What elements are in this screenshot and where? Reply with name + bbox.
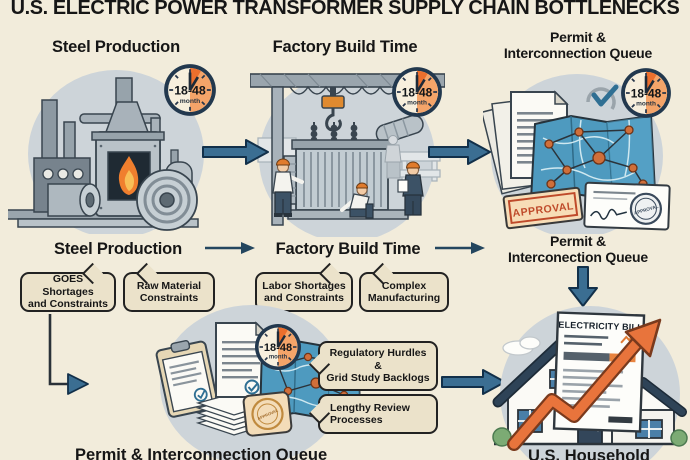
heading-permit-queue-mid: Permit & Interconection Queue (508, 233, 648, 265)
flow-arrow-mid-1-icon (205, 242, 255, 254)
grid-map-icon (529, 114, 657, 202)
clipboard-icon (155, 340, 219, 418)
steel-production-illustration (8, 70, 204, 234)
heading-factory-build-top: Factory Build Time (272, 38, 418, 56)
round-approval-stamp-icon: APPROVAL (242, 391, 293, 437)
flow-arrow-3-icon (441, 369, 506, 395)
clock-icon: 18-48 month (255, 324, 301, 370)
bubble-goes-label: GOES Shortages and Constraints (28, 273, 108, 311)
bush-icon (670, 429, 688, 447)
heading-factory-build-mid: Factory Build Time (275, 240, 421, 258)
rising-cost-arrow-icon (507, 318, 662, 451)
worker-left-icon (272, 158, 304, 217)
steel-coil-icon (136, 169, 198, 231)
bubble-lengthy-review: Lengthy Review Processes (308, 394, 438, 434)
bubble-regulatory-label: Regulatory Hurdles & Grid Study Backlogs (326, 347, 430, 385)
heading-permit-queue-top: Permit & Interconnection Queue (503, 29, 653, 61)
bubble-complex-manufacturing: Complex Manufacturing (359, 262, 449, 312)
factory-build-illustration (250, 73, 445, 237)
bubble-labor-label: Labor Shortages and Constraints (262, 279, 346, 304)
bubble-goes-shortages: GOES Shortages and Constraints (20, 262, 116, 312)
caption-us-household: U.S. Household (528, 447, 650, 460)
worker-right-icon (397, 161, 424, 216)
flow-arrow-mid-2-icon (435, 242, 485, 254)
approval-stamp-icon: APPROVAL (502, 186, 584, 230)
clock-unit: month (269, 355, 288, 361)
page-title: U.S. ELECTRIC POWER TRANSFORMER SUPPLY C… (10, 0, 680, 19)
approval-seal-label: APPROVAL (633, 204, 659, 216)
cloud-icon (502, 336, 541, 356)
flow-arrow-1-icon (202, 139, 269, 165)
clock-unit: month (407, 99, 427, 106)
clock-icon: 18-48 month (164, 64, 216, 116)
clock-badge-permit-cluster: 18-48 month (254, 323, 302, 371)
bubble-labor-shortages: Labor Shortages and Constraints (255, 262, 353, 312)
permit-queue-illustration: APPROVAL APPROVAL (483, 74, 671, 234)
clock-unit: month (180, 98, 201, 105)
worker-background-icon (384, 135, 402, 179)
clock-badge-steel: 18-48 month (163, 63, 217, 117)
worker-kneeling-icon (340, 182, 374, 219)
approval-certificate-icon: APPROVAL (583, 181, 671, 231)
clock-duration: 18-48 (631, 86, 662, 100)
flow-arrow-down-icon (568, 266, 598, 307)
clock-duration: 18-48 (264, 342, 292, 354)
flow-arrow-2-icon (428, 139, 491, 165)
bubble-review-label: Lengthy Review Processes (330, 401, 410, 426)
bubble-regulatory-hurdles: Regulatory Hurdles & Grid Study Backlogs (308, 341, 438, 391)
crane-hook-block (321, 95, 345, 109)
bubble-raw-label: Raw Material Constraints (136, 279, 202, 304)
bubble-complex-label: Complex Manufacturing (367, 279, 441, 304)
steel-coil-side-icon (47, 183, 101, 217)
clock-unit: month (636, 100, 656, 107)
clock-badge-permit: 18-48 month (620, 67, 672, 119)
checkmark-icon (586, 84, 619, 110)
elbow-arrow-icon (48, 314, 89, 395)
clock-duration: 18-48 (174, 84, 206, 98)
right-window (635, 419, 663, 439)
caption-permit-queue: Permit & Interconnection Queue (75, 446, 328, 460)
heading-steel-production-mid: Steel Production (54, 240, 182, 258)
signature (590, 208, 627, 220)
clock-badge-factory: 18-48 month (391, 66, 443, 118)
bill-title: ELECTRICITY BILL (558, 320, 643, 333)
household-illustration: ELECTRICITY BILL (492, 306, 688, 460)
bubble-raw-material: Raw Material Constraints (123, 262, 215, 312)
heading-steel-production-top: Steel Production (52, 38, 180, 56)
clock-icon: 18-48 month (621, 68, 671, 118)
clock-icon: 18-48 month (392, 67, 442, 117)
clock-duration: 18-48 (402, 85, 433, 99)
